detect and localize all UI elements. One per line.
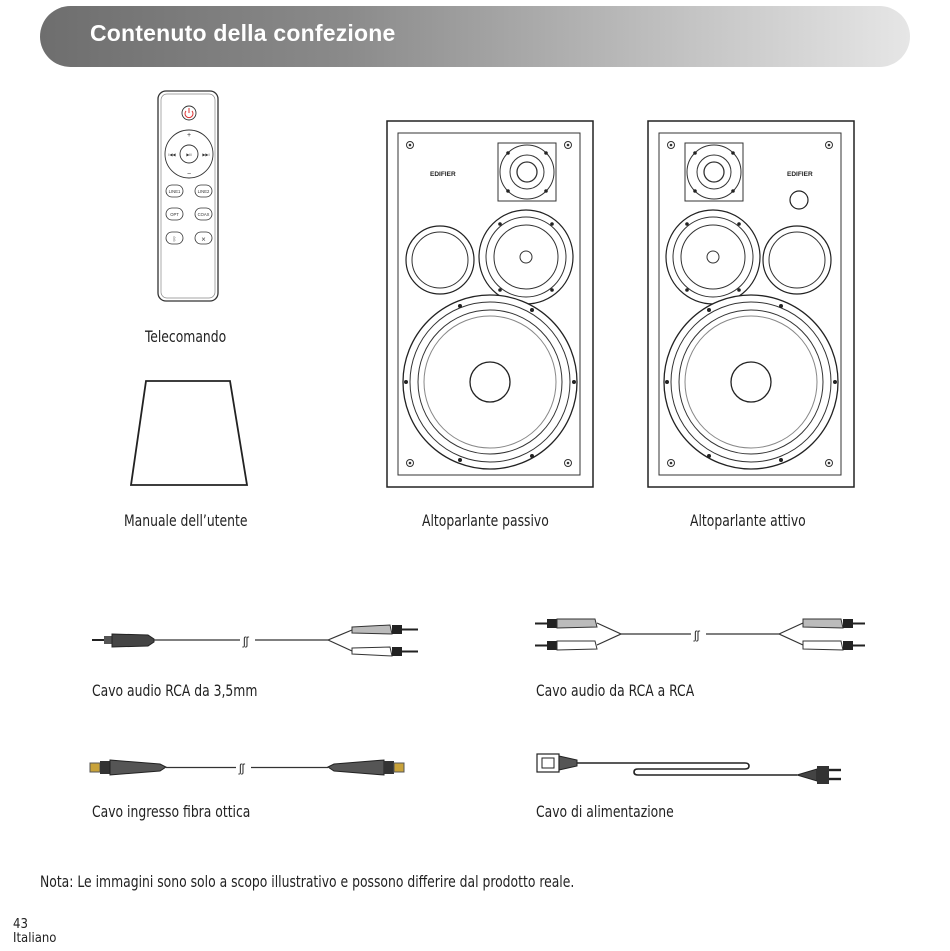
remote-line2-label: LINE2 [198, 189, 210, 194]
svg-text:ʃʃ: ʃʃ [693, 628, 701, 642]
active-speaker-illustration: EDIFIER [647, 120, 855, 488]
caption-remote: Telecomando [145, 327, 227, 346]
passive-speaker-brand: EDIFIER [430, 171, 456, 178]
passive-speaker-illustration: EDIFIER [386, 120, 594, 488]
remote-coax-label: COAX [198, 212, 210, 217]
caption-rca-rca-cable: Cavo audio da RCA a RCA [536, 681, 695, 700]
language-label: Italiano [13, 931, 57, 946]
bluetooth-icon: ᛒ [173, 236, 177, 243]
remote-line1-label: LINE1 [169, 189, 181, 194]
caption-passive-speaker: Altoparlante passivo [422, 511, 549, 530]
disclaimer-note: Nota: Le immagini sono solo a scopo illu… [40, 872, 575, 891]
mute-icon: ⨯ [201, 237, 206, 243]
remote-control-illustration: + − ▶II I◀◀ ▶▶I LINE1 LINE2 OPT COAX ᛒ ⨯ [157, 90, 219, 302]
user-manual-illustration [129, 380, 249, 486]
svg-text:+: + [187, 132, 191, 139]
active-speaker-brand: EDIFIER [787, 171, 813, 178]
svg-text:I◀◀: I◀◀ [168, 152, 176, 157]
svg-text:−: − [187, 171, 191, 178]
caption-optical-cable: Cavo ingresso fibra ottica [92, 802, 251, 821]
page-number: 43 [13, 917, 28, 932]
rca-3-5mm-cable-illustration: ʃʃ [92, 624, 418, 657]
optical-cable-illustration: ʃʃ [89, 759, 405, 776]
section-title: Contenuto della confezione [90, 20, 396, 46]
remote-opt-label: OPT [170, 212, 179, 217]
svg-text:ʃʃ: ʃʃ [242, 634, 250, 648]
caption-rca-35-cable: Cavo audio RCA da 3,5mm [92, 681, 258, 700]
svg-text:▶II: ▶II [186, 152, 191, 157]
section-header-banner: Contenuto della confezione [40, 6, 910, 67]
power-cable-illustration [536, 753, 841, 784]
caption-power-cable: Cavo di alimentazione [536, 802, 674, 821]
svg-text:ʃʃ: ʃʃ [238, 761, 246, 775]
svg-text:▶▶I: ▶▶I [202, 152, 209, 157]
page-footer: 43 Italiano [13, 918, 56, 946]
rca-to-rca-cable-illustration: ʃʃ [535, 618, 865, 651]
caption-active-speaker: Altoparlante attivo [690, 511, 806, 530]
caption-manual: Manuale dell’utente [124, 511, 248, 530]
